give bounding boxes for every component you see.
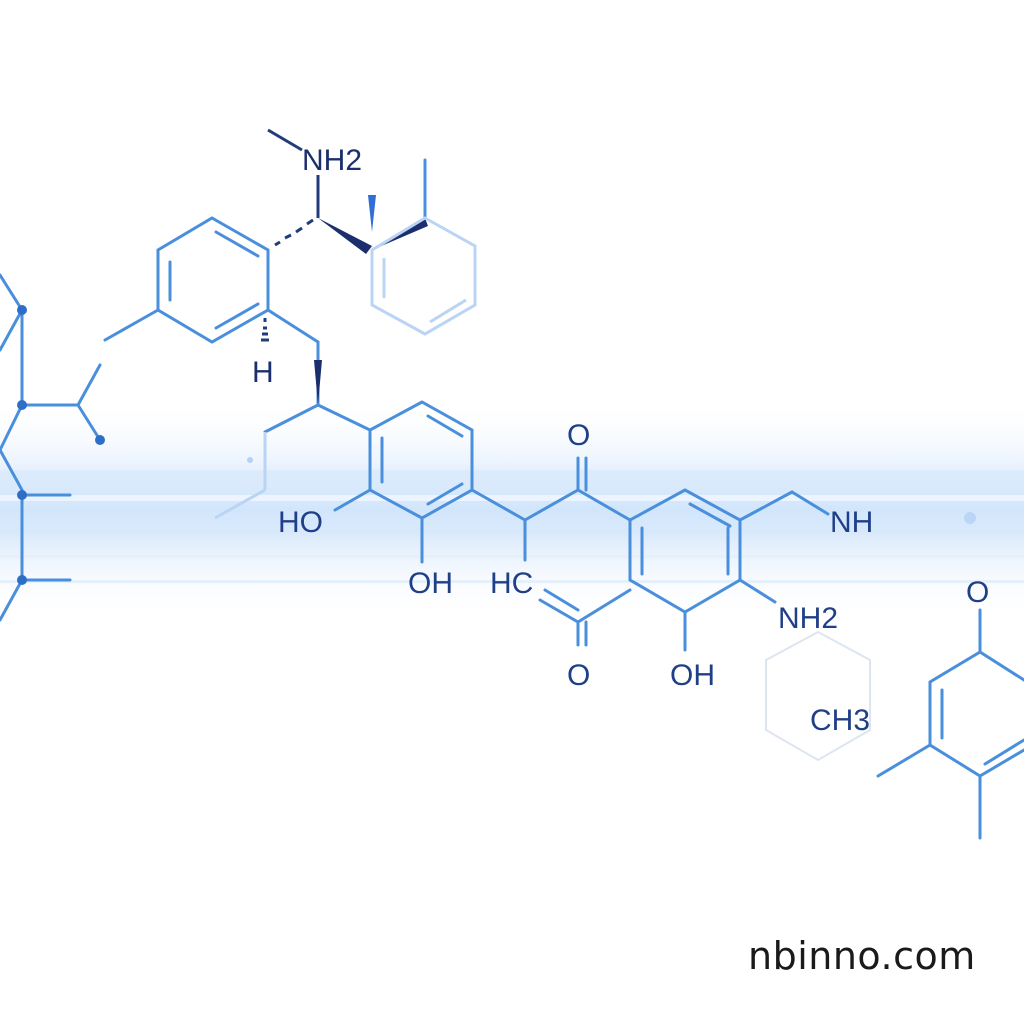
site-watermark: nbinno.com [748,934,976,978]
label-oh-bottom: OH [670,659,715,692]
benzene-ring-far-right [876,608,1024,840]
background-glow [0,400,1024,620]
ghost-hexagon [765,630,871,762]
benzene-ring-upper-left [103,216,320,344]
left-lattice [0,273,105,622]
chain-middle [214,340,372,520]
benzene-ring-middle [333,400,527,564]
label-ch3: CH3 [810,704,870,737]
label-o-far-right: O [966,576,989,609]
label-nh2-top: NH2 [302,144,362,177]
label-o-top: O [567,419,590,452]
label-hc: HC [490,567,533,600]
benzene-ring-right [628,488,830,652]
quinone-ring [523,456,632,647]
label-ho-left: HO [278,506,323,539]
label-o-bottom: O [567,659,590,692]
label-nh: NH [830,506,873,539]
label-h-stereo: H [252,356,274,389]
faint-ring-top-right [370,216,477,336]
label-nh2-right: NH2 [778,602,838,635]
label-oh-mid: OH [408,567,453,600]
